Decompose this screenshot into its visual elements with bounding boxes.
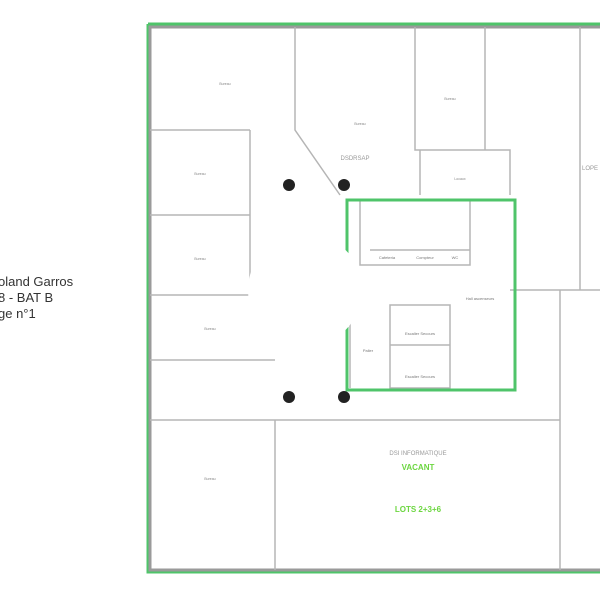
column [283,179,295,191]
room-label: Bureau [354,122,365,126]
bottom-walls [150,289,600,570]
core-walls [275,200,471,389]
vacant-label: VACANT [402,463,435,472]
room-label: Bureau [204,477,215,481]
column [338,179,350,191]
room-compteur: Compteur [416,255,434,260]
room-label: Bureau [194,257,205,261]
room-wc: WC [452,255,459,260]
room-palier: Palier [363,348,374,353]
room-label: Bureau [194,172,205,176]
room-escalier-2: Escalier Secours [405,374,435,379]
redaction-blob [248,233,362,347]
room-cafeteria: Cafeteria [379,255,396,260]
room-label: Bureau [219,82,230,86]
room-label: Locaux [454,177,466,181]
room-lope: LOPE [582,166,598,172]
lots-label: LOTS 2+3+6 [395,505,442,514]
lot-boundary [146,22,600,574]
building-title: oland Garros 8 - BAT B ge n°1 [0,274,73,322]
title-line-2: 8 - BAT B [0,290,54,305]
room-hall: Hall ascenseurs [466,296,494,301]
room-label: Bureau [204,327,215,331]
room-dsdrsap: DSDRSAP [340,156,369,162]
room-escalier-1: Escalier Secours [405,331,435,336]
core-outline [345,198,517,392]
room-dsi: DSI INFORMATIQUE [389,451,446,457]
column [283,391,295,403]
title-line-1: oland Garros [0,274,74,289]
column [338,391,350,403]
room-label: Bureau [444,97,455,101]
left-office-walls [150,129,275,361]
outer-wall [148,25,600,572]
top-walls [294,27,581,290]
title-line-3: ge n°1 [0,306,36,321]
